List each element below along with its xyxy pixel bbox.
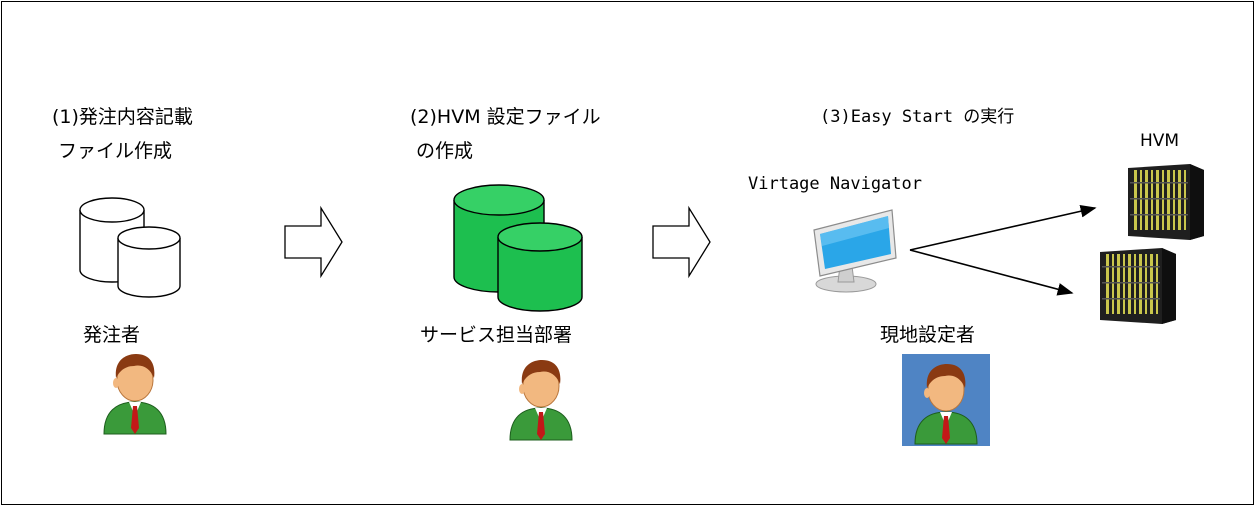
person-icon (902, 354, 990, 446)
step2-title-line1: (2)HVM 設定ファイル (410, 106, 601, 128)
arrow-right-icon (652, 205, 711, 279)
step1-title-line2: ファイル作成 (52, 140, 173, 162)
person-icon (103, 354, 167, 435)
database-icon (453, 184, 583, 312)
step1-title-line1: (1)発注内容記載 (52, 106, 193, 128)
step2-title-line2: の作成 (410, 140, 474, 162)
navigator-label: Virtage Navigator (748, 174, 922, 194)
person-icon (509, 360, 573, 441)
server-icon (1128, 164, 1204, 240)
connection-arrows (909, 204, 1097, 296)
arrow-right-icon (284, 205, 343, 279)
hvm-label: HVM (1140, 131, 1180, 151)
role-service-dept: サービス担当部署 (420, 324, 573, 346)
role-local-setter: 現地設定者 (880, 324, 976, 346)
database-icon (79, 197, 181, 298)
server-icon (1100, 248, 1176, 324)
role-orderer: 発注者 (83, 324, 141, 346)
monitor-icon (813, 209, 897, 293)
step3-title: (3)Easy Start の実行 (820, 107, 1015, 127)
